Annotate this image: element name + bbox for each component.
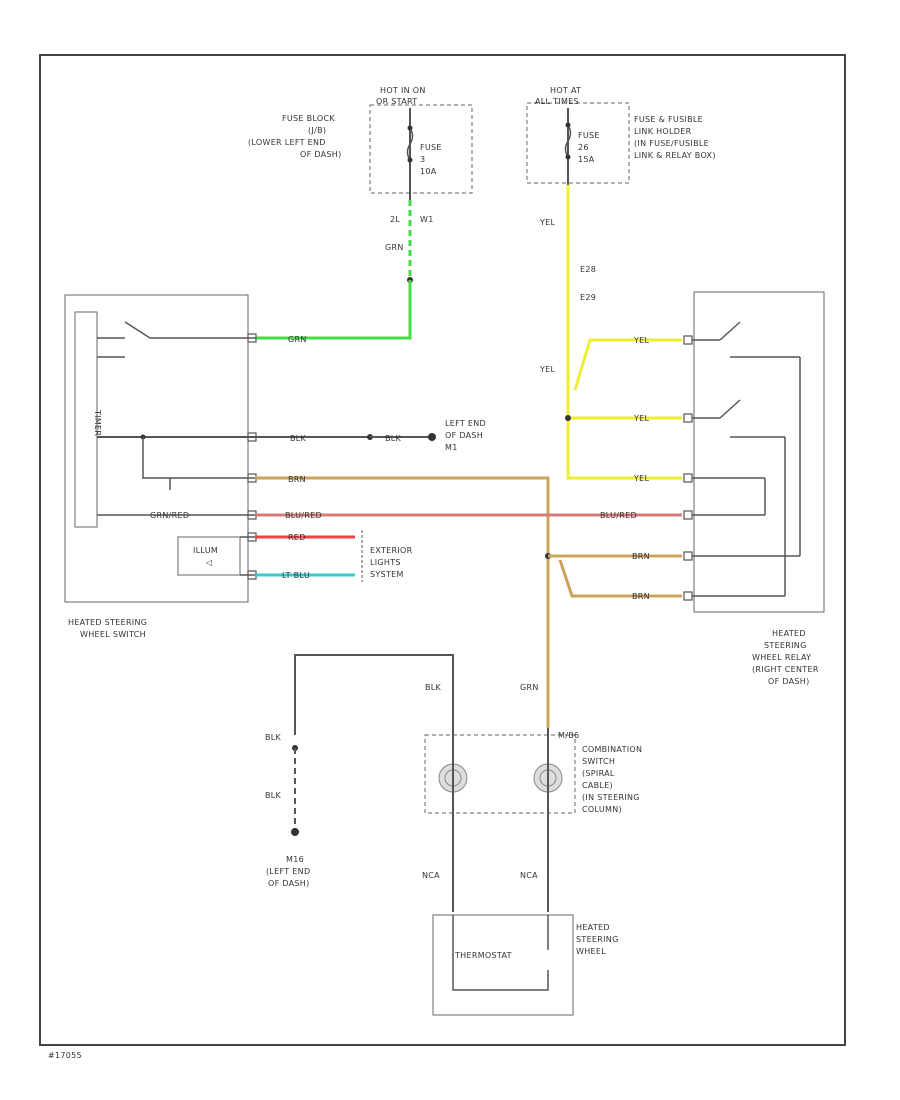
fuse-box-right — [526, 102, 630, 184]
label-thermostat: THERMOSTAT — [454, 951, 512, 960]
label-brn-2: BRN — [632, 552, 650, 561]
label-red: RED — [288, 533, 306, 542]
label-combo-1: COMBINATION — [582, 745, 642, 754]
label-all-times: ALL TIMES — [535, 97, 579, 106]
label-e28: E28 — [580, 265, 596, 274]
label-fuse-block-3: (LOWER LEFT END — [248, 138, 326, 147]
wire-brn-relay-2 — [558, 559, 682, 598]
combination-switch-box — [424, 734, 576, 814]
label-heated-wheel-3: WHEEL — [576, 947, 606, 956]
label-blk-4: BLK — [265, 733, 282, 742]
wire-grn — [255, 280, 412, 340]
label-fuse-block-1: FUSE BLOCK — [282, 114, 335, 123]
label-yel-1: YEL — [539, 218, 556, 227]
diagram-id: #17055 — [48, 1051, 82, 1060]
label-combo-6: COLUMN) — [582, 805, 622, 814]
label-w1: W1 — [420, 215, 434, 224]
label-fuse-left-3: 10A — [420, 167, 437, 176]
label-ground-2: OF DASH — [445, 431, 483, 440]
label-fuse-right-2: 26 — [578, 143, 589, 152]
label-blu-red-1: BLU/RED — [285, 511, 322, 520]
label-relay-4: (RIGHT CENTER — [752, 665, 819, 674]
label-2l: 2L — [390, 215, 400, 224]
label-fuse-right-3: 15A — [578, 155, 595, 164]
label-fuse-holder-3: (IN FUSE/FUSIBLE — [634, 139, 709, 148]
label-hot-in-on: HOT IN ON — [380, 86, 426, 95]
label-switch-2: WHEEL SWITCH — [80, 630, 146, 639]
label-ground-3: M1 — [445, 443, 458, 452]
label-relay-2: STEERING — [764, 641, 807, 650]
fuse-box-left — [369, 104, 473, 194]
label-ground-1: LEFT END — [445, 419, 486, 428]
label-brn-3: BRN — [632, 592, 650, 601]
label-ext-3: SYSTEM — [370, 570, 404, 579]
label-lt-blu: LT BLU — [282, 571, 310, 580]
label-ext-1: EXTERIOR — [370, 546, 413, 555]
label-fuse-block-4: OF DASH) — [300, 150, 342, 159]
label-combo-3: (SPIRAL — [582, 769, 615, 778]
label-illum-2: ◁ — [205, 558, 212, 567]
diagram-frame — [39, 54, 846, 1046]
label-yel-4: YEL — [633, 414, 650, 423]
label-nca-2: NCA — [520, 871, 538, 880]
label-switch-1: HEATED STEERING — [68, 618, 147, 627]
wire-yel-relay-bot — [566, 418, 682, 480]
label-blu-red-2: BLU/RED — [600, 511, 637, 520]
heated-steering-wheel-box — [432, 914, 574, 1016]
label-blk-3: BLK — [425, 683, 442, 692]
label-fuse-block-2: (J/B) — [308, 126, 326, 135]
fuse-left-symbol — [406, 127, 414, 161]
illum-box — [177, 536, 241, 576]
label-grn-1: GRN — [385, 243, 404, 252]
label-grn-4: GRN — [520, 683, 539, 692]
label-heated-wheel-2: STEERING — [576, 935, 619, 944]
label-fuse-left-2: 3 — [420, 155, 425, 164]
label-yel-3: YEL — [633, 336, 650, 345]
label-relay-1: HEATED — [772, 629, 806, 638]
label-illum-1: ILLUM — [193, 546, 218, 555]
label-relay-5: OF DASH) — [768, 677, 810, 686]
label-fuse-right-1: FUSE — [578, 131, 600, 140]
label-grn-red: GRN/RED — [150, 511, 189, 520]
label-hot-at: HOT AT — [550, 86, 581, 95]
label-combo-2: SWITCH — [582, 757, 615, 766]
label-m-b6: M/B6 — [558, 731, 579, 740]
label-combo-4: CABLE) — [582, 781, 613, 790]
label-timer: TIMER — [93, 409, 102, 436]
label-fuse-holder-2: LINK HOLDER — [634, 127, 692, 136]
label-ext-2: LIGHTS — [370, 558, 401, 567]
label-fuse-holder-1: FUSE & FUSIBLE — [634, 115, 703, 124]
label-yel-2: YEL — [539, 365, 556, 374]
fuse-right-symbol — [564, 124, 572, 158]
timer-block — [74, 311, 98, 528]
label-fuse-left-1: FUSE — [420, 143, 442, 152]
label-nca-1: NCA — [422, 871, 440, 880]
label-fuse-holder-4: LINK & RELAY BOX) — [634, 151, 716, 160]
label-g-left-3: OF DASH) — [268, 879, 310, 888]
wire-blk-lower — [294, 654, 454, 735]
wire-brn — [255, 476, 550, 728]
heated-steering-wheel-relay-box — [693, 291, 825, 613]
label-relay-3: WHEEL RELAY — [752, 653, 811, 662]
label-or-start: OR START — [376, 97, 417, 106]
label-blk-5: BLK — [265, 791, 282, 800]
wire-yel-relay-top — [573, 338, 682, 391]
label-g-left-1: M16 — [286, 855, 304, 864]
label-yel-5: YEL — [633, 474, 650, 483]
label-g-left-2: (LEFT END — [266, 867, 310, 876]
label-blk-2: BLK — [385, 434, 402, 443]
label-heated-wheel-1: HEATED — [576, 923, 610, 932]
label-grn-3: GRN — [288, 335, 307, 344]
label-combo-5: (IN STEERING — [582, 793, 640, 802]
label-blk-1: BLK — [290, 434, 307, 443]
label-e29: E29 — [580, 293, 596, 302]
label-brn-1: BRN — [288, 475, 306, 484]
heated-steering-wheel-switch-box — [64, 294, 249, 603]
